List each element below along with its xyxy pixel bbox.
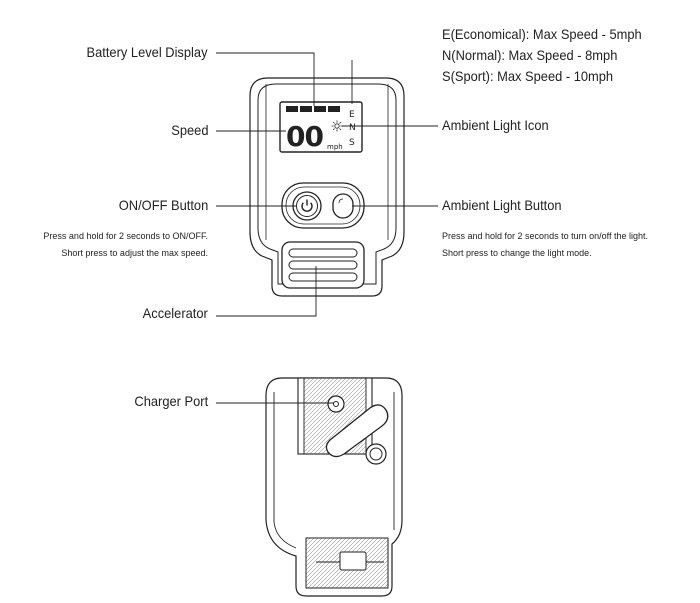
label-ambient-light-icon: Ambient Light Icon	[442, 117, 549, 133]
ambient-light-icon	[331, 120, 343, 132]
power-icon	[301, 199, 313, 212]
lanyard-slot	[339, 551, 367, 571]
note-ambient: Press and hold for 2 seconds to turn on/…	[442, 228, 648, 262]
mode-sport: S(Sport): Max Speed - 10mph	[442, 68, 614, 84]
front-view	[249, 77, 405, 297]
note-on-off-line-1: Press and hold for 2 seconds to ON/OFF.	[43, 231, 208, 241]
screw	[365, 443, 387, 465]
mode-letter-e: E	[349, 110, 355, 120]
speed-modes-list: E(Economical): Max Speed - 5mph N(Normal…	[442, 24, 642, 87]
label-accelerator: Accelerator	[142, 305, 208, 321]
back-view	[265, 377, 403, 597]
speed-digits: 00	[286, 120, 323, 153]
lcd-screen	[279, 101, 363, 153]
battery-level-display	[286, 106, 340, 112]
mode-letter-s: S	[349, 138, 355, 148]
label-battery-level-display: Battery Level Display	[87, 44, 208, 60]
mode-normal: N(Normal): Max Speed - 8mph	[442, 47, 618, 63]
label-on-off-button: ON/OFF Button	[118, 197, 208, 213]
port-cover-flap	[325, 404, 389, 458]
accelerator[interactable]	[281, 241, 365, 289]
label-speed: Speed	[170, 122, 208, 138]
speed-unit: mph	[327, 143, 343, 151]
label-charger-port: Charger Port	[134, 393, 208, 409]
note-on-off: Press and hold for 2 seconds to ON/OFF. …	[43, 228, 208, 262]
charger-port[interactable]	[327, 395, 345, 413]
note-on-off-line-2: Short press to adjust the max speed.	[61, 248, 208, 258]
label-ambient-light-button: Ambient Light Button	[442, 197, 562, 213]
leader-lines	[216, 52, 438, 404]
mode-economical: E(Economical): Max Speed - 5mph	[442, 26, 642, 42]
note-ambient-line-2: Short press to change the light mode.	[442, 248, 592, 258]
mode-letter-n: N	[349, 123, 356, 133]
note-ambient-line-1: Press and hold for 2 seconds to turn on/…	[442, 231, 648, 241]
